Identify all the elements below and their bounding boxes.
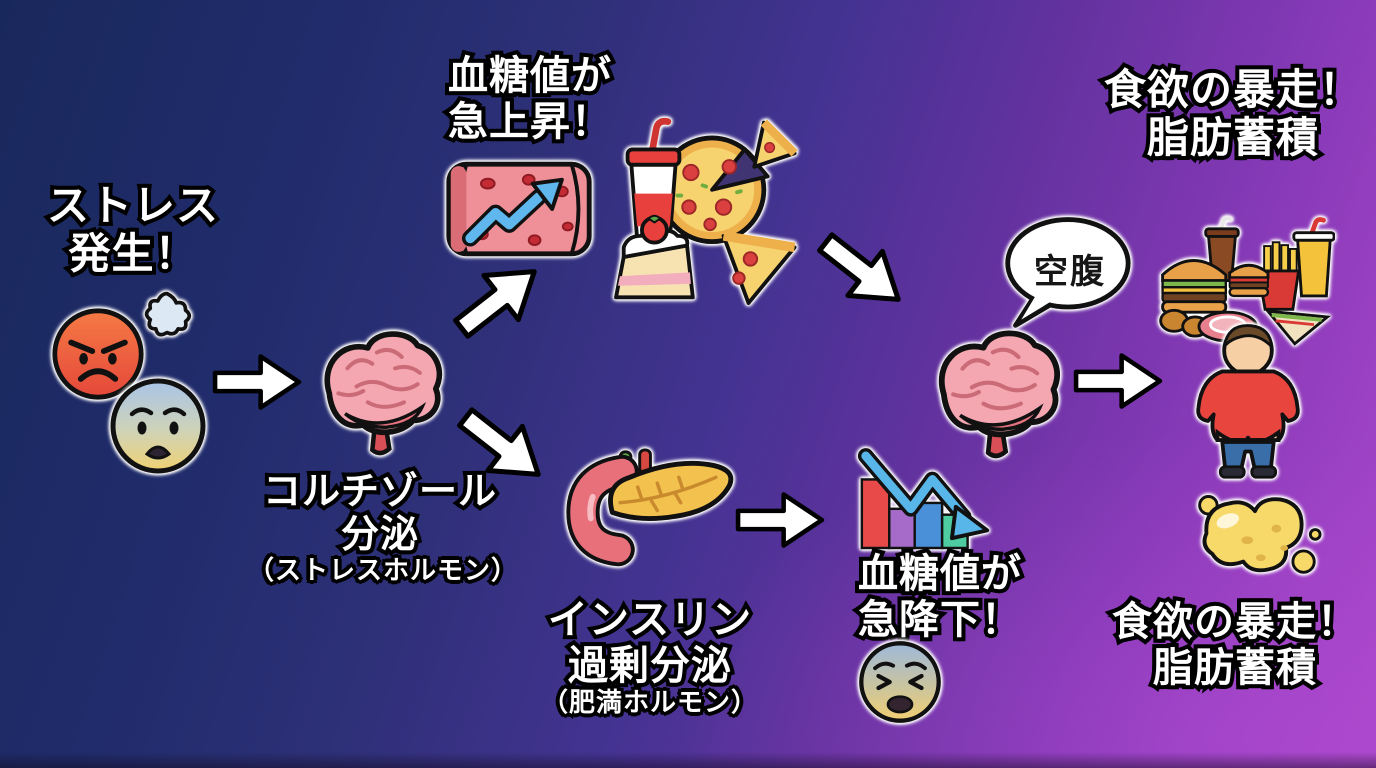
- appetite-bottom-line2: 脂肪蓄積: [1149, 641, 1320, 694]
- crash-chart-icon: [857, 448, 990, 550]
- insulin-line2: 過剰分泌: [564, 639, 735, 692]
- appetite-top-line1: 食欲の暴走！: [1100, 62, 1365, 118]
- insulin-label: インスリン 過剰分泌 （肥満ホルモン）: [520, 593, 780, 721]
- brain-icon: [324, 331, 443, 456]
- appetite-bottom-line1: 食欲の暴走！: [1108, 595, 1361, 648]
- cortisol-label: コルチゾール 分泌 （ストレスホルモン）: [245, 465, 520, 588]
- arrow-right-icon: [735, 492, 825, 548]
- insulin-line1: インスリン: [544, 593, 755, 646]
- fat-cells-icon: [1198, 495, 1322, 574]
- appetite-top-label: 食欲の暴走！ 脂肪蓄積: [1083, 62, 1376, 166]
- blood-sugar-spike-line2: 急上昇！: [444, 95, 615, 148]
- cortisol-line2: 分泌: [337, 508, 422, 560]
- speech-bubble-icon: [1005, 217, 1131, 328]
- blood-sugar-crash-label: 血糖値が 急降下！: [854, 547, 1038, 646]
- arrow-right-icon: [1073, 353, 1163, 409]
- angry-face-icon: [52, 308, 144, 400]
- arrow-up-right-icon: [453, 269, 537, 339]
- arrow-right-icon: [212, 354, 302, 410]
- stress-title-line2: 発生！: [64, 226, 200, 282]
- brain-icon: [938, 330, 1061, 459]
- junk-food-icon: [614, 117, 798, 305]
- blood-vessel-icon: [446, 161, 592, 257]
- steam-puff-icon: [144, 291, 192, 337]
- arrow-down-right-icon: [817, 232, 901, 302]
- anxious-face-icon: [110, 378, 206, 474]
- stress-title: ストレス 発生！: [20, 178, 246, 282]
- appetite-top-line2: 脂肪蓄積: [1143, 110, 1322, 166]
- cortisol-note: （ストレスホルモン）: [245, 553, 520, 588]
- blood-sugar-crash-line1: 血糖値が: [854, 547, 1025, 600]
- distressed-face-icon: [859, 641, 941, 723]
- hunger-bubble-text: 空腹: [1034, 252, 1106, 292]
- pancreas-icon: [566, 448, 734, 567]
- blood-sugar-crash-line2: 急降下！: [854, 593, 1025, 646]
- stress-title-line1: ストレス: [43, 178, 222, 234]
- blood-sugar-spike-line1: 血糖値が: [444, 49, 615, 102]
- cortisol-line1: コルチゾール: [259, 465, 500, 517]
- appetite-bottom-label: 食欲の暴走！ 脂肪蓄積: [1085, 595, 1376, 694]
- fat-person-icon: [1196, 324, 1300, 479]
- blood-sugar-spike-label: 血糖値が 急上昇！: [420, 49, 640, 148]
- insulin-note: （肥満ホルモン）: [539, 686, 760, 721]
- arrow-down-right-icon: [457, 407, 541, 477]
